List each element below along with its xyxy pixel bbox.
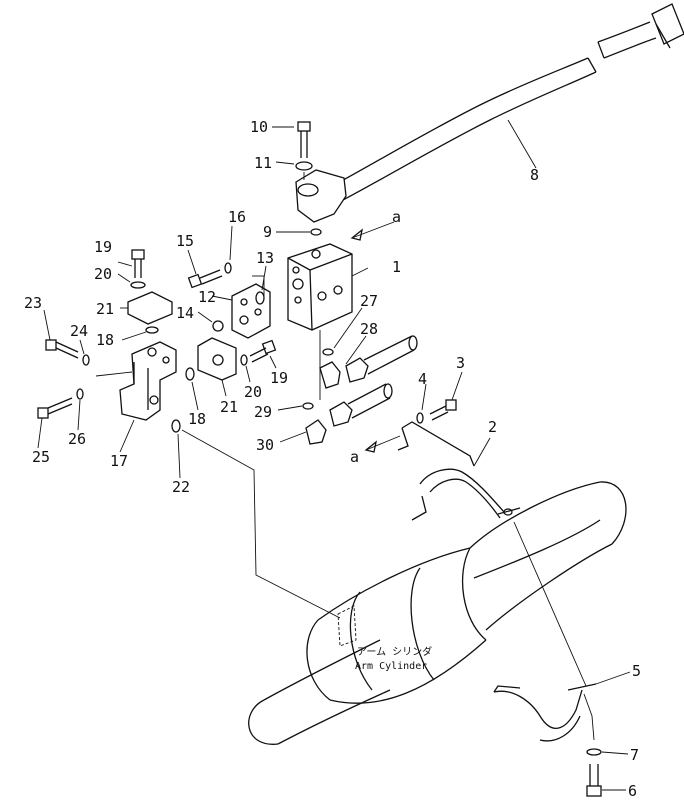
flange-21-lower — [197, 337, 237, 381]
callout-11: 11 — [254, 154, 272, 172]
o-ring-14 — [212, 320, 224, 332]
washer-24 — [82, 354, 90, 366]
washer-26 — [76, 388, 84, 400]
callout-27: 27 — [360, 292, 378, 310]
arm-cylinder-en-label: Arm Cylinder — [355, 661, 427, 672]
callout-18-upper: 18 — [96, 331, 114, 349]
bolt-3 — [429, 399, 457, 421]
callout-13: 13 — [256, 249, 274, 267]
arm-cylinder — [248, 481, 627, 745]
callout-17: 17 — [110, 452, 128, 470]
o-ring-29 — [302, 402, 314, 410]
route-line-22 — [181, 429, 341, 619]
o-ring-18-lower — [185, 367, 195, 381]
callout-29: 29 — [254, 403, 272, 421]
o-ring-18-upper — [145, 326, 159, 334]
clamp-5 — [493, 521, 597, 742]
hose-assembly — [295, 3, 684, 223]
o-ring-22 — [171, 419, 181, 433]
callout-19-upper: 19 — [94, 238, 112, 256]
view-ref-a-top: a — [392, 208, 401, 226]
washer-4 — [416, 412, 424, 424]
callout-12: 12 — [198, 288, 216, 306]
plate-12 — [231, 275, 271, 339]
callout-22: 22 — [172, 478, 190, 496]
o-ring-13 — [255, 291, 265, 305]
callout-20-upper: 20 — [94, 265, 112, 283]
callout-8: 8 — [530, 166, 539, 184]
valve-block — [287, 243, 353, 400]
bolt-19-upper — [131, 249, 145, 278]
callout-9: 9 — [263, 223, 272, 241]
callout-5: 5 — [632, 662, 641, 680]
callout-14: 14 — [176, 304, 194, 322]
o-ring-9 — [310, 228, 322, 236]
o-ring-27 — [322, 348, 334, 356]
bolt-6 — [586, 764, 602, 797]
bolt-23 — [45, 339, 79, 359]
callout-28: 28 — [360, 320, 378, 338]
callout-6: 6 — [628, 782, 637, 800]
callout-4: 4 — [418, 370, 427, 388]
callout-23: 23 — [24, 294, 42, 312]
bracket-2 — [397, 421, 521, 521]
callout-18-lower: 18 — [188, 410, 206, 428]
callout-10: 10 — [250, 118, 268, 136]
callout-3: 3 — [456, 354, 465, 372]
callout-16: 16 — [228, 208, 246, 226]
view-ref-a-left: a — [350, 448, 359, 466]
bolt-15 — [187, 269, 223, 289]
callout-19-lower: 19 — [270, 369, 288, 387]
callout-2: 2 — [488, 418, 497, 436]
callout-26: 26 — [68, 430, 86, 448]
block-17 — [95, 341, 177, 421]
callout-21-lower: 21 — [220, 398, 238, 416]
callout-20-lower: 20 — [244, 383, 262, 401]
washer-16 — [224, 262, 232, 274]
bolt-25 — [37, 397, 73, 419]
washer-20-upper — [130, 281, 146, 289]
leader-lines — [37, 119, 631, 791]
callout-25: 25 — [32, 448, 50, 466]
bolt-10 — [295, 121, 313, 180]
callout-1: 1 — [392, 258, 401, 276]
fittings — [305, 335, 418, 445]
callout-24: 24 — [70, 322, 88, 340]
bolt-19-lower — [249, 339, 277, 363]
washer-20-lower — [240, 354, 248, 366]
callout-15: 15 — [176, 232, 194, 250]
callout-30: 30 — [256, 436, 274, 454]
callout-7: 7 — [630, 746, 639, 764]
cover-21-upper — [127, 291, 173, 325]
callouts: 10 11 8 9 a 1 16 15 13 12 14 19 20 21 18… — [24, 118, 641, 800]
washer-7 — [586, 748, 602, 756]
arm-cylinder-jp-label: アーム シリンダ — [357, 645, 432, 658]
callout-21-upper: 21 — [96, 300, 114, 318]
